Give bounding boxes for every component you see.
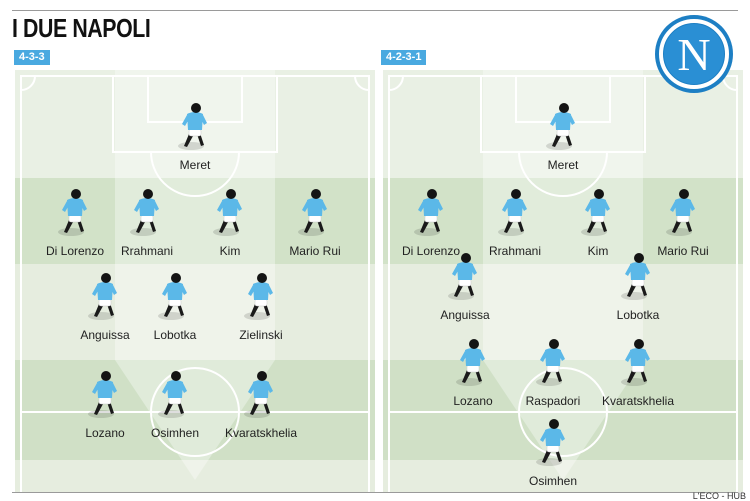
player-name: Mario Rui bbox=[657, 244, 709, 258]
player-figure-icon bbox=[87, 370, 123, 420]
player-figure-icon bbox=[297, 188, 333, 238]
player-name: Raspadori bbox=[525, 394, 581, 408]
player-figure-icon bbox=[212, 188, 248, 238]
player-name: Rrahmani bbox=[488, 244, 542, 258]
player-name: Di Lorenzo bbox=[401, 244, 461, 258]
player-figure-icon bbox=[413, 188, 449, 238]
credit-text: L'ECO - HUB bbox=[692, 491, 746, 501]
player-name: Osimhen bbox=[150, 426, 200, 440]
crest-letter: N bbox=[677, 29, 710, 80]
player-name: Zielinski bbox=[239, 328, 283, 342]
player-name: Lobotka bbox=[616, 308, 660, 322]
player-name: Kvaratskhelia bbox=[224, 426, 298, 440]
player-name: Kvaratskhelia bbox=[601, 394, 675, 408]
ssc-napoli-crest-icon: N bbox=[655, 15, 733, 93]
player-figure-icon bbox=[87, 272, 123, 322]
player-figure-icon bbox=[243, 370, 279, 420]
player-figure-icon bbox=[620, 338, 656, 388]
formation-badge-left: 4-3-3 bbox=[14, 50, 50, 65]
player-name: Meret bbox=[179, 158, 211, 172]
formation-badge-right: 4-2-3-1 bbox=[381, 50, 427, 65]
player-figure-icon bbox=[535, 338, 571, 388]
player-name: Anguissa bbox=[80, 328, 130, 342]
player-figure-icon bbox=[497, 188, 533, 238]
player-name: Rrahmani bbox=[120, 244, 174, 258]
player-name: Anguissa bbox=[440, 308, 490, 322]
bottom-rule bbox=[12, 492, 738, 493]
pitch-right: Meret Di Lorenzo Rrahmani Kim Ma bbox=[383, 70, 743, 492]
player-name: Osimhen bbox=[528, 474, 578, 488]
player-figure-icon bbox=[620, 252, 656, 302]
player-name: Mario Rui bbox=[289, 244, 341, 258]
player-figure-icon bbox=[57, 188, 93, 238]
player-figure-icon bbox=[455, 338, 491, 388]
player-name: Kim bbox=[587, 244, 609, 258]
top-rule bbox=[12, 10, 738, 11]
player-name: Lobotka bbox=[153, 328, 197, 342]
pitch-left: Meret Di Lorenzo Rrahmani Kim Ma bbox=[15, 70, 375, 492]
player-figure-icon bbox=[580, 188, 616, 238]
player-figure-icon bbox=[535, 418, 571, 468]
page-title: I DUE NAPOLI bbox=[12, 13, 151, 43]
player-name: Lozano bbox=[85, 426, 125, 440]
player-figure-icon bbox=[665, 188, 701, 238]
player-figure-icon bbox=[177, 102, 213, 152]
player-figure-icon bbox=[243, 272, 279, 322]
player-figure-icon bbox=[129, 188, 165, 238]
player-name: Meret bbox=[547, 158, 579, 172]
player-figure-icon bbox=[157, 272, 193, 322]
player-name: Lozano bbox=[453, 394, 493, 408]
player-name: Kim bbox=[219, 244, 241, 258]
player-figure-icon bbox=[157, 370, 193, 420]
player-figure-icon bbox=[447, 252, 483, 302]
player-figure-icon bbox=[545, 102, 581, 152]
player-name: Di Lorenzo bbox=[45, 244, 105, 258]
